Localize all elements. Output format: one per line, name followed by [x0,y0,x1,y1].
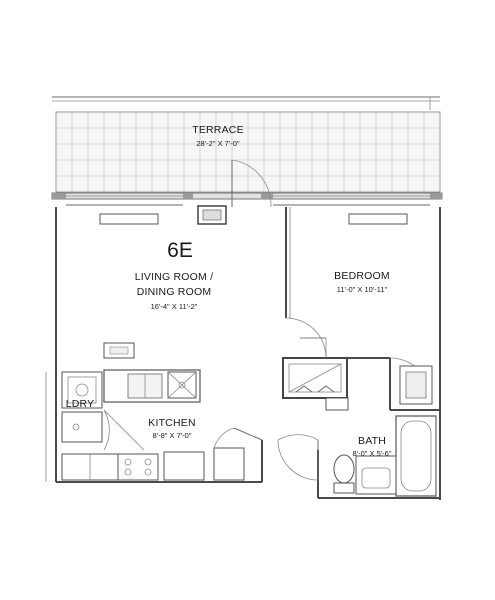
bedroom-window-sill [348,213,408,225]
exterior-wall [51,192,443,206]
living-room-dims: 16'-4" X 11'-2" [151,302,198,311]
terrace-label: TERRACE [192,124,244,136]
laundry-label: LDRY [66,398,95,410]
terrace-door-swing [231,159,272,208]
kitchen-door-swing [213,427,263,449]
bath-vanity [355,455,397,495]
dining-room-label: DINING ROOM [137,286,212,298]
bedroom-partition [285,207,291,318]
terrace-dims: 28'-2" X 7'-0" [196,139,240,148]
kitchen-counter-lower [61,447,245,481]
linen-closet [399,365,433,405]
bedroom-label: BEDROOM [334,270,390,282]
closet-unit [282,337,349,411]
living-room-label: LIVING ROOM / [135,271,213,283]
terrace-paving [55,111,441,193]
kitchen-counter-upper [103,369,201,403]
apartment-walls [45,207,441,500]
bath-label: BATH [358,435,386,447]
kitchen-label: KITCHEN [148,417,196,429]
laundry-closet [61,371,103,443]
bedroom-dims: 11'-0" X 10'-11" [337,285,388,294]
bathtub [395,415,437,497]
terrace-railing [52,96,440,110]
bath-dims: 8'-0" X 5'-6" [352,449,391,458]
unit-number: 6E [167,239,193,262]
kitchen-dims: 8'-8" X 7'-0" [152,431,191,440]
living-window-sill [99,213,159,225]
laundry-door-swing [103,409,145,451]
bath-door-swing [277,434,319,481]
toilet [333,454,355,494]
